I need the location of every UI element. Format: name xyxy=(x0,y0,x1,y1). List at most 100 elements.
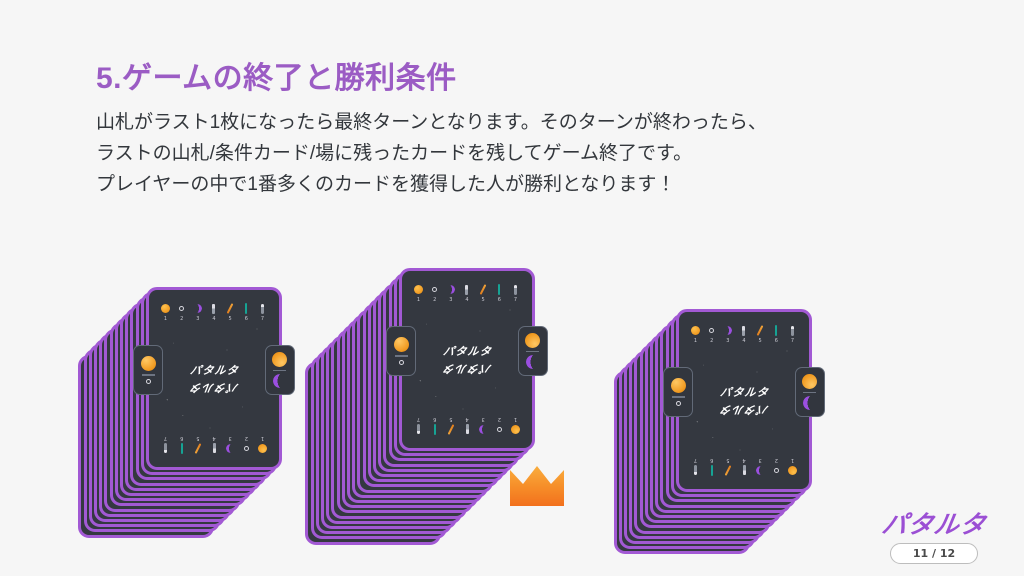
symbol-number: 4 xyxy=(212,435,216,441)
moon-icon xyxy=(193,302,203,315)
sun-icon xyxy=(393,337,409,353)
pin-icon xyxy=(417,423,421,436)
bar-icon xyxy=(775,324,778,337)
symbol-cell: 5 xyxy=(477,283,490,303)
symbol-cell: 5 xyxy=(224,302,237,322)
symbol-number: 6 xyxy=(180,435,184,441)
symbol-number: 4 xyxy=(465,416,469,422)
symbol-cell: 6 xyxy=(175,435,188,455)
left-side-badge xyxy=(386,326,416,376)
card-logo-text-mirrored: パタルタ xyxy=(718,402,770,415)
tower-icon xyxy=(742,324,746,337)
moon-icon xyxy=(273,374,287,389)
symbol-cell: 1 xyxy=(509,416,522,436)
badge-divider xyxy=(273,369,287,372)
symbol-number: 6 xyxy=(433,416,437,422)
symbol-cell: 7 xyxy=(786,324,799,344)
symbol-cell: 6 xyxy=(428,416,441,436)
symbol-number: 7 xyxy=(513,297,518,303)
ring-icon xyxy=(179,302,185,315)
crown-icon xyxy=(508,466,566,506)
symbol-number: 1 xyxy=(513,416,518,422)
symbol-cell: 6 xyxy=(493,283,506,303)
symbol-cell: 7 xyxy=(509,283,522,303)
symbol-number: 4 xyxy=(742,338,746,344)
symbol-cell: 2 xyxy=(240,435,253,455)
symbol-number: 5 xyxy=(196,435,200,441)
card-logo-text: パタルタ xyxy=(718,386,770,399)
symbol-number: 6 xyxy=(244,316,248,322)
symbol-cell: 3 xyxy=(721,324,734,344)
symbol-number: 2 xyxy=(497,416,501,422)
bar-icon xyxy=(245,302,248,315)
page-indicator: 11 / 12 xyxy=(889,542,979,564)
pin-icon xyxy=(513,283,517,296)
card-logo-text-mirrored: パタルタ xyxy=(441,361,493,374)
tower-icon xyxy=(465,423,469,436)
moon-icon xyxy=(225,442,235,455)
symbol-cell: 6 xyxy=(240,302,253,322)
symbol-cell: 3 xyxy=(224,435,237,455)
badge-divider xyxy=(526,350,540,353)
symbol-number: 7 xyxy=(790,338,795,344)
symbol-cell: 4 xyxy=(461,416,474,436)
symbol-cell: 1 xyxy=(159,302,172,322)
symbol-cell: 1 xyxy=(256,435,269,455)
symbol-number: 5 xyxy=(228,316,232,322)
slash-icon xyxy=(756,324,764,337)
symbol-number: 2 xyxy=(180,316,184,322)
symbol-cell: 2 xyxy=(770,457,783,477)
symbol-number: 5 xyxy=(449,416,453,422)
symbol-cell: 2 xyxy=(175,302,188,322)
symbol-number: 1 xyxy=(693,338,698,344)
symbol-number: 1 xyxy=(163,316,168,322)
symbol-number: 6 xyxy=(774,338,778,344)
symbol-number: 3 xyxy=(481,416,485,422)
body-copy: 山札がラスト1枚になったら最終ターンとなります。そのターンが終わったら、 ラスト… xyxy=(96,107,916,200)
slash-icon xyxy=(479,283,487,296)
bar-icon xyxy=(433,423,436,436)
card-logo: パタルタパタルタ xyxy=(149,364,279,393)
symbol-cell: 1 xyxy=(412,283,425,303)
symbol-number: 4 xyxy=(742,457,746,463)
tower-icon xyxy=(742,464,746,477)
symbol-number: 1 xyxy=(260,435,265,441)
slash-icon xyxy=(194,442,202,455)
tower-icon xyxy=(465,283,469,296)
symbol-cell: 6 xyxy=(705,457,718,477)
sun-icon xyxy=(802,373,818,389)
moon-icon xyxy=(526,355,540,370)
symbol-cell: 2 xyxy=(705,324,718,344)
symbol-cell: 7 xyxy=(689,457,702,477)
ring-icon xyxy=(709,324,715,337)
symbol-cell: 5 xyxy=(444,416,457,436)
symbol-cell: 3 xyxy=(444,283,457,303)
pin-icon xyxy=(260,302,264,315)
symbol-number: 3 xyxy=(726,338,730,344)
symbol-cell: 2 xyxy=(493,416,506,436)
sun-icon xyxy=(670,378,686,394)
symbol-cell: 5 xyxy=(191,435,204,455)
card-logo-text: パタルタ xyxy=(188,364,240,377)
bar-icon xyxy=(710,464,713,477)
symbol-number: 4 xyxy=(212,316,216,322)
symbol-number: 7 xyxy=(693,457,698,463)
symbol-number: 6 xyxy=(710,457,714,463)
sun-icon xyxy=(258,442,267,455)
symbol-cell: 5 xyxy=(754,324,767,344)
badge-divider xyxy=(803,391,817,394)
symbol-cell: 4 xyxy=(737,324,750,344)
symbol-cell: 4 xyxy=(208,435,221,455)
moon-icon xyxy=(723,324,733,337)
symbol-cell: 3 xyxy=(477,416,490,436)
symbol-number: 3 xyxy=(758,457,762,463)
symbol-number: 3 xyxy=(228,435,232,441)
sun-icon xyxy=(511,423,520,436)
symbol-number: 7 xyxy=(260,316,265,322)
